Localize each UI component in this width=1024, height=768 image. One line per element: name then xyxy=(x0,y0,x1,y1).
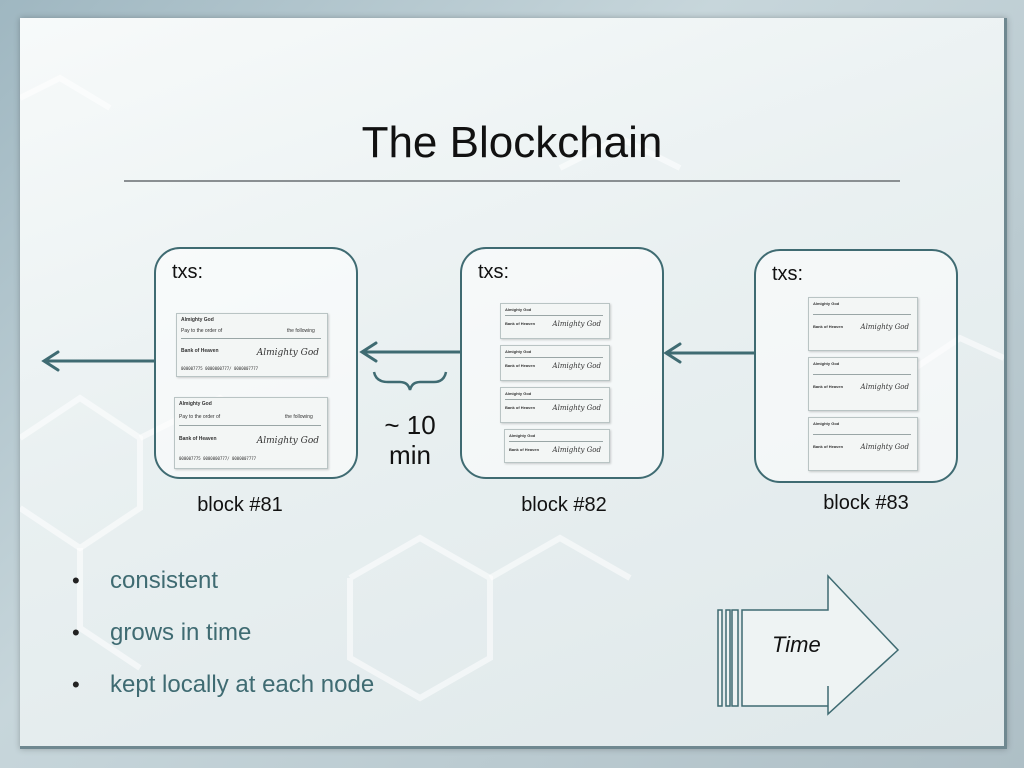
cheque-signature: Almighty God xyxy=(256,436,319,446)
cheque-rule xyxy=(179,425,321,426)
cheque-bank: Bank of Heaven xyxy=(505,405,536,410)
bullet-item: • kept locally at each node xyxy=(70,670,374,722)
block-81-box: txs: Almighty God Pay to the order of th… xyxy=(154,247,358,479)
time-arrow-label: Time xyxy=(772,632,821,657)
block-83-label: block #83 xyxy=(823,492,909,514)
cheque-signature: Almighty God xyxy=(860,443,909,451)
arrowhead-left-of-block-81 xyxy=(41,350,60,372)
interval-brace xyxy=(372,371,448,391)
cheque-payer: Almighty God xyxy=(505,391,532,396)
block-81-label: block #81 xyxy=(197,494,283,516)
time-arrow-tail-bar xyxy=(717,609,723,707)
time-arrow-tail-bar xyxy=(725,609,731,707)
cheque-signature: Almighty God xyxy=(860,383,909,391)
cheque-rule xyxy=(181,338,321,339)
cheque-signature: Almighty God xyxy=(552,446,601,454)
cheque-bank: Bank of Heaven xyxy=(813,384,844,389)
bullet-dot: • xyxy=(72,568,80,593)
interval-line2: min xyxy=(389,440,431,470)
cheque: Almighty God Pay to the order of the fol… xyxy=(176,313,328,377)
block-82-label: block #82 xyxy=(521,494,607,516)
bullet-dot: • xyxy=(72,672,80,697)
block-81-txs-label: txs: xyxy=(172,261,204,283)
cheque-payer: Almighty God xyxy=(509,433,536,438)
cheque-pay-line: Pay to the order of xyxy=(181,328,223,334)
cheque: Almighty God Pay to the order of the fol… xyxy=(174,397,328,469)
cheque-payer: Almighty God xyxy=(505,349,532,354)
block-82-txs-label: txs: xyxy=(478,261,510,283)
bullet-text: kept locally at each node xyxy=(110,671,375,698)
cheque-rule xyxy=(509,441,603,442)
diagram-connectors xyxy=(41,341,900,716)
cheque-rule xyxy=(505,399,603,400)
cheque-following: the following xyxy=(285,414,313,420)
cheque: Almighty God Bank of Heaven Almighty God xyxy=(500,303,610,339)
block-82-box: txs: Almighty God Bank of Heaven Almight… xyxy=(460,247,664,479)
cheque: Almighty God Bank of Heaven Almighty God xyxy=(504,429,610,463)
cheque-rule xyxy=(813,314,911,315)
cheque-payer: Almighty God xyxy=(813,301,840,306)
slide-title: The Blockchain xyxy=(361,118,663,167)
cheque-signature: Almighty God xyxy=(552,362,601,370)
cheque-bank: Bank of Heaven xyxy=(813,444,844,449)
cheque-rule xyxy=(505,315,603,316)
cheque-bank: Bank of Heaven xyxy=(813,324,844,329)
cheque: Almighty God Bank of Heaven Almighty God xyxy=(808,417,918,471)
bullet-list: • consistent • grows in time • kept loca… xyxy=(70,566,374,722)
bullet-text: grows in time xyxy=(110,619,252,646)
cheque-signature: Almighty God xyxy=(860,323,909,331)
cheque-signature: Almighty God xyxy=(552,320,601,328)
slide: The Blockchain txs: Almighty God Pay to … xyxy=(20,18,1007,749)
arrowhead-83-to-82 xyxy=(663,342,682,364)
cheque-rule xyxy=(813,374,911,375)
cheque-bank: Bank of Heaven xyxy=(181,348,219,354)
cheque-account-numbers: 000007775 0000000777/ 0000007777 xyxy=(181,366,259,371)
time-arrow xyxy=(717,574,900,716)
cheque-account-numbers: 000007775 0000000777/ 0000007777 xyxy=(179,456,257,461)
cheque-payer: Almighty God xyxy=(505,307,532,312)
cheque-signature: Almighty God xyxy=(552,404,601,412)
cheque-bank: Bank of Heaven xyxy=(509,447,540,452)
title-underline xyxy=(124,180,900,182)
cheque-bank: Bank of Heaven xyxy=(505,321,536,326)
time-arrow-tail-bar xyxy=(731,609,739,707)
cheque: Almighty God Bank of Heaven Almighty God xyxy=(500,387,610,423)
cheque: Almighty God Bank of Heaven Almighty God xyxy=(808,357,918,411)
block-83-txs-label: txs: xyxy=(772,263,804,285)
cheque-bank: Bank of Heaven xyxy=(179,436,217,442)
time-arrow-body xyxy=(741,574,900,716)
cheque-following: the following xyxy=(287,328,315,334)
bullet-text: consistent xyxy=(110,567,219,594)
cheque: Almighty God Bank of Heaven Almighty God xyxy=(500,345,610,381)
bullet-item: • grows in time xyxy=(70,618,374,670)
cheque: Almighty God Bank of Heaven Almighty God xyxy=(808,297,918,351)
cheque-rule xyxy=(813,434,911,435)
block-interval-label: ~ 10 min xyxy=(370,410,450,470)
bullet-dot: • xyxy=(72,620,80,645)
arrowhead-82-to-81 xyxy=(359,341,378,363)
cheque-signature: Almighty God xyxy=(256,348,319,358)
block-83-box: txs: Almighty God Bank of Heaven Almight… xyxy=(754,249,958,483)
bullet-item: • consistent xyxy=(70,566,374,618)
cheque-payer: Almighty God xyxy=(179,401,212,407)
cheque-rule xyxy=(505,357,603,358)
cheque-pay-line: Pay to the order of xyxy=(179,414,221,420)
cheque-payer: Almighty God xyxy=(181,317,214,323)
interval-line1: ~ 10 xyxy=(384,410,436,440)
cheque-bank: Bank of Heaven xyxy=(505,363,536,368)
cheque-payer: Almighty God xyxy=(813,361,840,366)
cheque-payer: Almighty God xyxy=(813,421,840,426)
